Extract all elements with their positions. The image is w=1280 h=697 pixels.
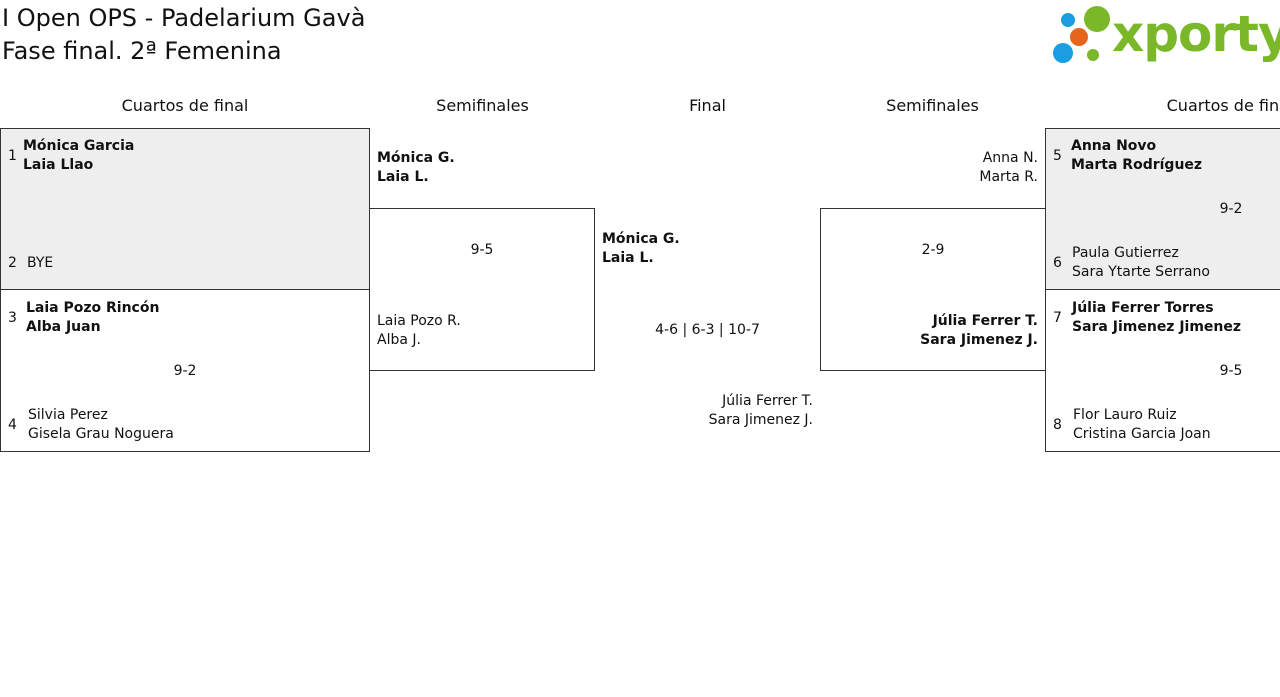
xporty-logo-icon xyxy=(1053,6,1110,63)
match-right-sf[interactable]: 2-9 Júlia Ferrer T. Sara Jimenez J. xyxy=(820,208,1046,371)
player-name: Flor Lauro Ruiz xyxy=(1073,407,1177,423)
player-name: Laia Pozo Rincón xyxy=(26,300,160,316)
match-score: 2-9 xyxy=(921,242,945,258)
player-name: Mónica G. xyxy=(602,231,680,247)
seed-number: 7 xyxy=(1053,310,1062,326)
player-name: Paula Gutierrez xyxy=(1072,245,1179,261)
page-subtitle: Fase final. 2ª Femenina xyxy=(2,37,282,65)
seed-number: 3 xyxy=(8,310,17,326)
seed-number: 1 xyxy=(8,148,17,164)
column-heading-left-semifinals: Semifinales xyxy=(436,96,529,115)
player-name: Sara Jimenez Jimenez xyxy=(1072,319,1242,335)
player-name: Sara Jimenez J. xyxy=(708,412,813,428)
player-name: Laia Pozo R. xyxy=(377,313,461,329)
player-name: Sara Ytarte Serrano xyxy=(1072,264,1210,280)
match-score: 9-5 xyxy=(470,242,494,258)
match-score: 9-2 xyxy=(173,363,197,379)
column-heading-right-semifinals: Semifinales xyxy=(886,96,979,115)
player-name: Júlia Ferrer Torres xyxy=(1072,300,1214,316)
match-right-qf-2[interactable]: 7 Júlia Ferrer Torres Sara Jimenez Jimen… xyxy=(1045,289,1280,452)
seed-number: 2 xyxy=(8,255,17,271)
page-title: I Open OPS - Padelarium Gavà xyxy=(2,4,366,32)
match-score: 4-6 | 6-3 | 10-7 xyxy=(655,322,760,338)
player-name: Laia L. xyxy=(377,169,429,185)
match-score: 9-5 xyxy=(1219,363,1243,379)
player-name: Marta Rodríguez xyxy=(1071,157,1203,173)
match-left-qf-2[interactable]: 3 Laia Pozo Rincón Alba Juan 9-2 4 Silvi… xyxy=(0,289,370,452)
seed-number: 8 xyxy=(1053,417,1062,433)
seed-number: 4 xyxy=(8,417,17,433)
player-name: Laia Llao xyxy=(23,157,94,173)
player-name: BYE xyxy=(27,255,54,271)
xporty-logo[interactable]: xporty xyxy=(1050,2,1280,68)
match-score: 9-2 xyxy=(1219,201,1243,217)
match-right-qf-1[interactable]: 5 Anna Novo Marta Rodríguez 9-2 6 Paula … xyxy=(1045,128,1280,290)
player-name: Marta R. xyxy=(979,169,1038,185)
player-name: Alba J. xyxy=(377,332,421,348)
logo-text: xporty xyxy=(1112,5,1280,63)
match-left-sf[interactable]: 9-5 Laia Pozo R. Alba J. xyxy=(369,208,595,371)
player-name: Mónica G. xyxy=(377,150,455,166)
column-heading-left-quarterfinals: Cuartos de final xyxy=(121,96,249,115)
match-left-qf-1[interactable]: 1 Mónica Garcia Laia Llao 2 BYE xyxy=(0,128,370,290)
player-name: Silvia Perez xyxy=(28,407,108,423)
player-name: Anna N. xyxy=(982,150,1038,166)
player-name: Anna Novo xyxy=(1071,138,1157,154)
player-name: Laia L. xyxy=(602,250,654,266)
player-name: Sara Jimenez J. xyxy=(920,332,1038,348)
player-name: Cristina Garcia Joan xyxy=(1073,426,1211,442)
match-final[interactable]: Mónica G. Laia L. 4-6 | 6-3 | 10-7 Júlia… xyxy=(595,208,820,452)
seed-number: 5 xyxy=(1053,148,1062,164)
player-name: Júlia Ferrer T. xyxy=(722,393,813,409)
seed-number: 6 xyxy=(1053,255,1062,271)
column-heading-final: Final xyxy=(689,96,726,115)
player-name: Mónica Garcia xyxy=(23,138,135,154)
column-heading-right-quarterfinals: Cuartos de final xyxy=(1166,96,1280,115)
player-name: Alba Juan xyxy=(26,319,101,335)
player-name: Júlia Ferrer T. xyxy=(932,313,1038,329)
player-name: Gisela Grau Noguera xyxy=(28,426,174,442)
